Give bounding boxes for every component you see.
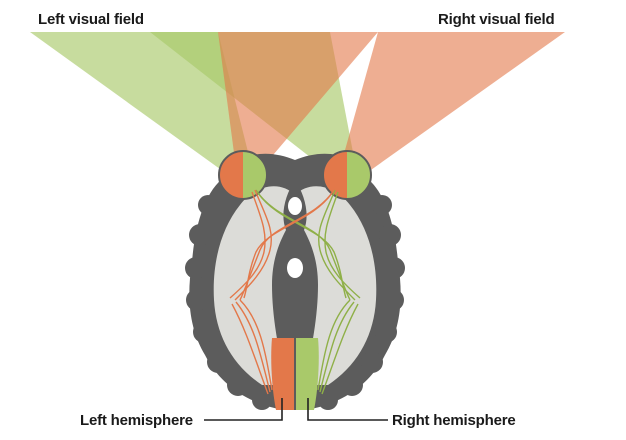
left-field-cone-left-eye: [30, 32, 252, 182]
right-field-cone-right-eye: [340, 32, 565, 182]
optic-fibers-left-field: [255, 189, 361, 395]
left-visual-field-label: Left visual field: [38, 11, 144, 28]
left-hemisphere-leader: [204, 398, 283, 421]
right-hemisphere-leader: [307, 398, 388, 421]
right-field-cone-left-eye: [218, 32, 378, 182]
brain-ventricle-lower: [287, 258, 303, 278]
left-hemisphere-label: Left hemisphere: [80, 412, 193, 429]
brain: [185, 153, 405, 410]
right-eye: [322, 150, 372, 200]
leader-lines: [204, 398, 388, 421]
left-visual-cortex: [271, 338, 294, 410]
optic-fibers-right-field: [229, 189, 335, 395]
right-visual-field-label: Right visual field: [438, 11, 555, 28]
brain-gyri: [185, 195, 405, 410]
brain-ventricle-upper: [288, 197, 302, 215]
left-eye: [218, 150, 268, 200]
right-hemisphere-label: Right hemisphere: [392, 412, 516, 429]
right-visual-cortex: [296, 338, 319, 410]
visual-field-cones: [30, 32, 565, 182]
